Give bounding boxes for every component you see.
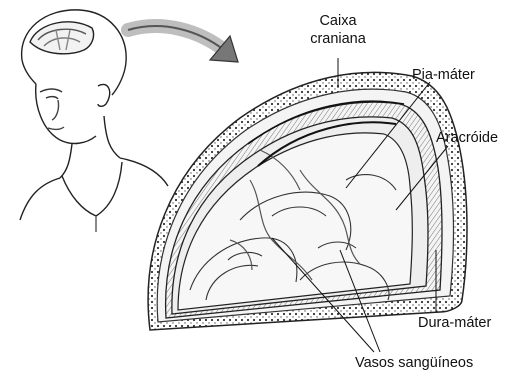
head-ear (98, 84, 110, 106)
label-pia-mater: Pia-máter (412, 68, 475, 83)
label-caixa-line1: Caixa (300, 12, 376, 30)
curved-arrow-icon (128, 26, 238, 62)
head-figure (20, 10, 168, 232)
label-caixa-craniana: Caixa craniana (300, 12, 376, 48)
label-dura-mater: Dura-máter (418, 316, 491, 331)
head-neck (60, 144, 72, 178)
label-vasos-sanguineos: Vasos sangüíneos (355, 356, 473, 371)
cutaway-skull (148, 72, 467, 330)
label-caixa-line2: craniana (300, 30, 376, 48)
label-aracnoide: Aracróide (436, 131, 498, 146)
head-shoulders (20, 178, 60, 220)
head-face (36, 84, 96, 143)
head-collar (62, 162, 122, 216)
